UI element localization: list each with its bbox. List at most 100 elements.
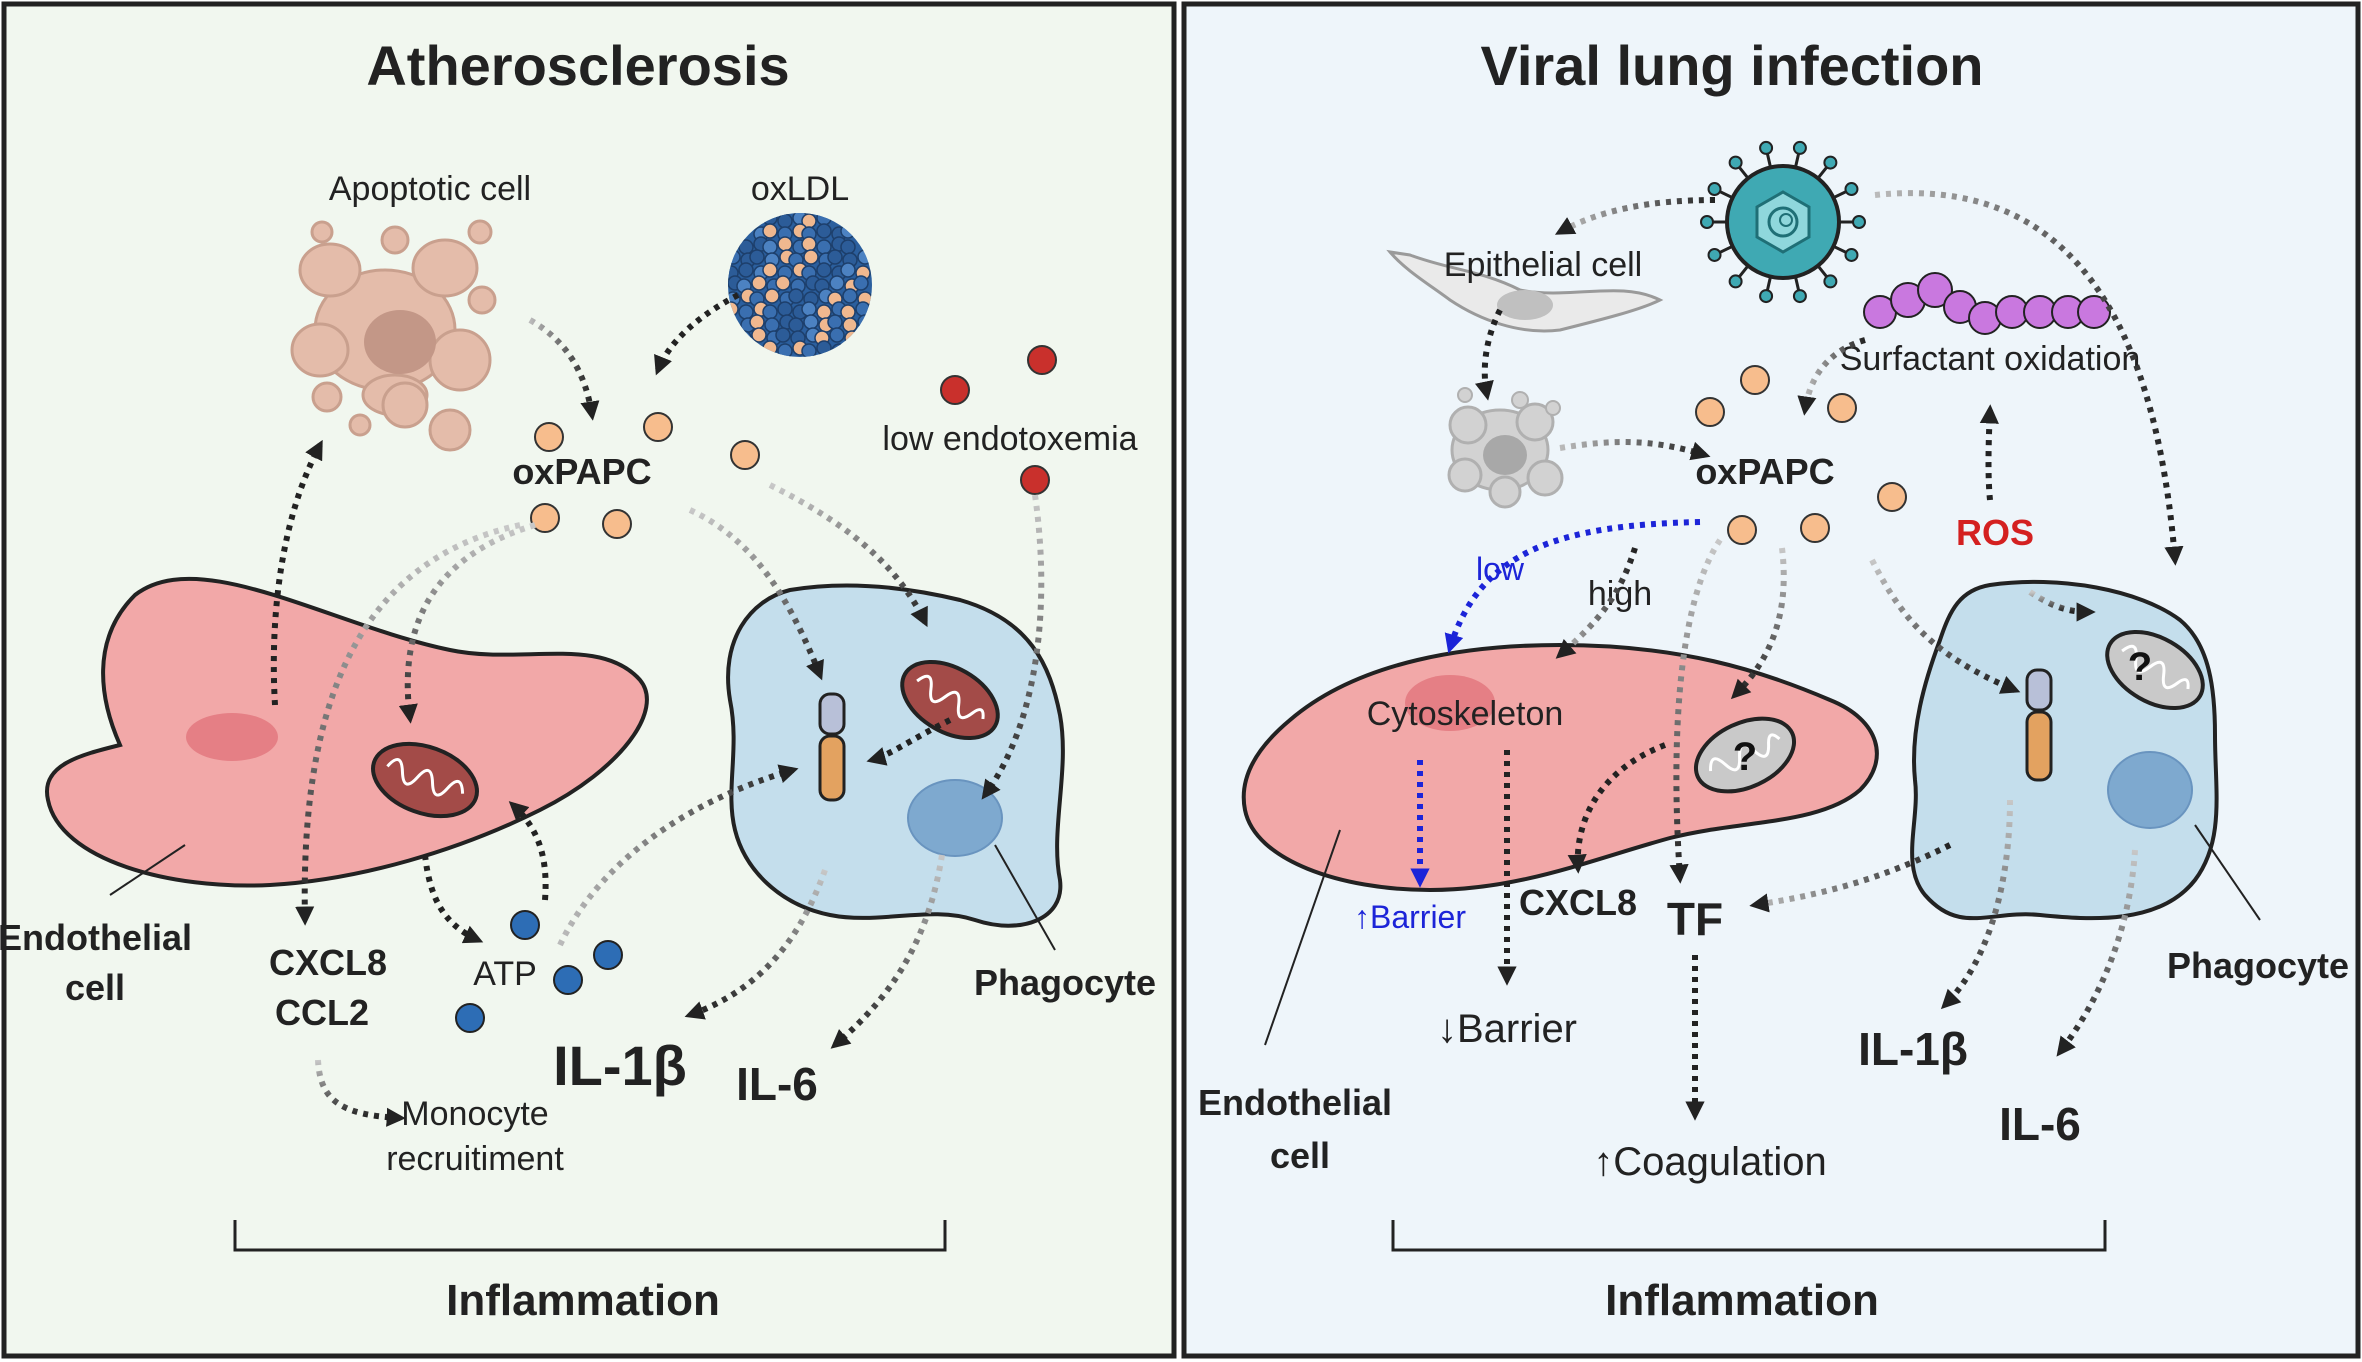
mitochondria-icon	[2105, 630, 2205, 710]
barrier-down-label: ↓Barrier	[1437, 1007, 1577, 1051]
oxldl-subparticle	[816, 262, 832, 278]
inflammation-label-left: Inflammation	[446, 1276, 720, 1325]
oxldl-subparticle	[777, 213, 793, 229]
oxldl-subparticle	[803, 314, 819, 330]
phagocyte-pointer-right	[2194, 824, 2261, 921]
phagocyte-nucleus-right	[2107, 751, 2193, 829]
oxldl-subparticle	[762, 262, 778, 278]
virus-spike-tip	[1707, 182, 1722, 197]
inflammation-bracket-left	[233, 1220, 947, 1252]
oxldl-subparticle	[762, 304, 778, 320]
oxldl-subparticle	[803, 249, 819, 265]
oxldl-subparticle	[842, 288, 858, 304]
oxldl-subparticle	[816, 304, 832, 320]
tf-label: TF	[1667, 893, 1723, 945]
virus-spike-tip	[1792, 140, 1807, 155]
oxldl-subparticle	[827, 314, 843, 330]
apoptotic-cell-label: Apoptotic cell	[329, 170, 531, 208]
oxpapc-particles-left	[530, 412, 760, 539]
oxldl-subparticle	[749, 249, 765, 265]
oxldl-subparticle	[738, 304, 754, 320]
receptor-icon	[2025, 668, 2053, 782]
oxldl-subparticle	[777, 343, 793, 357]
oxldl-subparticle	[840, 239, 856, 255]
oxldl-subparticle	[764, 288, 780, 304]
oxldl-subparticle	[738, 262, 754, 278]
endothelial-pointer-left	[109, 844, 186, 896]
phagocyte-right: ?	[1910, 579, 2219, 921]
left-arrows	[270, 292, 1045, 1127]
panel-atherosclerosis: Atherosclerosis Apoptotic cell oxLDL	[0, 1, 1177, 1359]
oxldl-subparticle	[777, 301, 793, 317]
cxcl8-label-left: CXCL8	[269, 942, 387, 983]
oxldl-subparticle	[840, 262, 856, 278]
phagocyte-pointer-left	[994, 844, 1056, 951]
virus-icon	[1700, 140, 1866, 304]
oxldl-subparticle	[764, 317, 780, 333]
oxldl-subparticle	[801, 343, 817, 357]
mito-question-right: ?	[1733, 735, 1757, 779]
epithelial-cell-icon	[1386, 249, 1664, 333]
virus-spike-tip	[1792, 289, 1807, 304]
mitochondria-icon	[1693, 716, 1797, 794]
left-panel-title: Atherosclerosis	[366, 34, 789, 97]
virus-spike-tip	[1844, 247, 1859, 262]
virus-spike-tip	[1728, 274, 1743, 289]
phagocyte-nucleus-left	[907, 779, 1003, 857]
panel-viral-lung-infection: Viral lung infection Epithelial cell	[1181, 1, 2361, 1359]
virus-spike-tip	[1707, 247, 1722, 262]
right-panel-title: Viral lung infection	[1480, 34, 1983, 97]
virus-spike-tip	[1728, 155, 1743, 170]
oxldl-subparticle	[842, 317, 858, 333]
oxldl-subparticle	[762, 239, 778, 255]
oxpapc-label-left: oxPAPC	[512, 451, 651, 492]
oxldl-subparticle	[749, 314, 765, 330]
cxcl8-label-right: CXCL8	[1519, 882, 1637, 923]
oxldl-subparticle	[788, 317, 804, 333]
endothelial-cell-left	[44, 576, 649, 888]
apoptotic-cell-icon	[290, 219, 497, 452]
virus-spike-tip	[1844, 182, 1859, 197]
coagulation-label: ↑Coagulation	[1593, 1140, 1827, 1184]
il1b-label-left: IL-1β	[553, 1034, 687, 1097]
oxpapc-label-right: oxPAPC	[1695, 451, 1834, 492]
oxldl-subparticle	[788, 288, 804, 304]
epithelial-cell-label: Epithelial cell	[1444, 246, 1642, 284]
ros-label: ROS	[1956, 512, 2034, 553]
mitochondria-icon	[371, 741, 479, 819]
oxldl-subparticle	[775, 327, 791, 343]
endothelial-label-left-1: Endothelial	[0, 917, 192, 958]
oxldl-subparticle	[816, 223, 832, 239]
atp-label: ATP	[473, 955, 537, 993]
inflammation-bracket-right	[1391, 1220, 2107, 1252]
oxldl-subparticle	[801, 236, 817, 252]
virus-spike-tip	[1700, 215, 1714, 229]
virus-spike-tip	[1759, 289, 1774, 304]
phagocyte-label-right: Phagocyte	[2167, 945, 2349, 986]
oxldl-subparticle	[777, 236, 793, 252]
receptor-icon	[818, 692, 846, 802]
virus-spike-tip	[1759, 140, 1774, 155]
oxldl-subparticle	[775, 275, 791, 291]
mito-question-phagocyte: ?	[2128, 645, 2152, 689]
nucleus-right	[1405, 675, 1495, 731]
endothelial-label-left-2: cell	[65, 967, 125, 1008]
monocyte-label-1: Monocyte	[401, 1095, 548, 1133]
il6-label-left: IL-6	[736, 1058, 818, 1110]
apoptotic-epithelial-cell-icon	[1447, 387, 1564, 509]
surfactant-oxidation-label: Surfactant oxidation	[1840, 340, 2141, 378]
oxldl-subparticle	[751, 327, 767, 343]
oxpapc-particles-right	[1695, 365, 1907, 545]
mitochondria-icon	[900, 660, 1000, 740]
endotoxin-particles	[940, 345, 1057, 495]
ccl2-label: CCL2	[275, 992, 369, 1033]
endothelial-pointer-right	[1264, 829, 1341, 1046]
oxldl-subparticle	[829, 327, 845, 343]
oxldl-subparticle	[751, 275, 767, 291]
cytoskeleton-label: Cytoskeleton	[1367, 695, 1564, 733]
inflammation-label-right: Inflammation	[1605, 1276, 1879, 1325]
oxldl-particle-icon	[728, 213, 872, 357]
surfactant-chain-icon	[1863, 272, 2111, 335]
endothelial-label-right-1: Endothelial	[1198, 1082, 1392, 1123]
